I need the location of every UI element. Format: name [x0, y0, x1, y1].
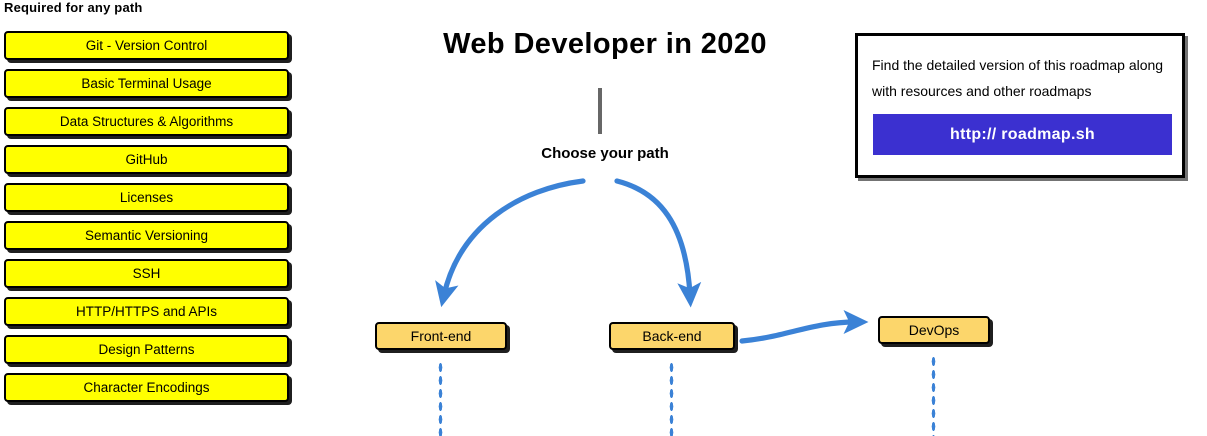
roadmap-callout-text: Find the detailed version of this roadma…: [872, 57, 1164, 99]
required-topic-label: SSH: [132, 266, 161, 281]
required-topic-label: Basic Terminal Usage: [81, 76, 212, 91]
required-topic-ssh[interactable]: SSH: [4, 259, 289, 288]
choose-your-path-label: Choose your path: [541, 145, 669, 162]
required-topic-label: Semantic Versioning: [84, 228, 209, 243]
required-topic-github[interactable]: GitHub: [4, 145, 289, 174]
page-title: Web Developer in 2020: [443, 28, 767, 60]
required-topic-label: Git - Version Control: [85, 38, 208, 53]
required-topic-semantic-versioning[interactable]: Semantic Versioning: [4, 221, 289, 250]
required-topic-label: HTTP/HTTPS and APIs: [75, 304, 218, 319]
path-node-back-end[interactable]: Back-end: [609, 322, 735, 350]
required-topic-design-patterns[interactable]: Design Patterns: [4, 335, 289, 364]
path-node-front-end[interactable]: Front-end: [375, 322, 507, 350]
path-node-label: Back-end: [642, 328, 702, 344]
required-topic-basic-terminal-usage[interactable]: Basic Terminal Usage: [4, 69, 289, 98]
required-topic-character-encodings[interactable]: Character Encodings: [4, 373, 289, 402]
front-end-dotted-connector: [438, 361, 443, 436]
path-node-devops[interactable]: DevOps: [878, 316, 990, 344]
required-for-any-path-section: Required for any path Git - Version Cont…: [0, 0, 300, 436]
required-topic-label: Data Structures & Algorithms: [59, 114, 234, 129]
required-topic-data-structures-algorithms[interactable]: Data Structures & Algorithms: [4, 107, 289, 136]
arrow-to-back-end: [614, 178, 702, 308]
required-topic-label: GitHub: [125, 152, 168, 167]
roadmap-link-button[interactable]: http:// roadmap.sh: [873, 114, 1172, 155]
required-topic-git[interactable]: Git - Version Control: [4, 31, 289, 60]
roadmap-link-label: http:// roadmap.sh: [950, 125, 1095, 143]
arrow-to-front-end: [435, 178, 586, 308]
path-node-label: DevOps: [908, 322, 960, 338]
title-stem-line: [598, 88, 602, 134]
required-topic-label: Licenses: [119, 190, 174, 205]
required-topic-label: Character Encodings: [83, 380, 210, 395]
back-end-dotted-connector: [669, 361, 674, 436]
arrow-back-end-to-devops: [739, 310, 869, 344]
required-topic-http-https-and-apis[interactable]: HTTP/HTTPS and APIs: [4, 297, 289, 326]
required-topic-licenses[interactable]: Licenses: [4, 183, 289, 212]
required-topics-list: Git - Version Control Basic Terminal Usa…: [4, 31, 289, 411]
roadmap-callout-box: Find the detailed version of this roadma…: [855, 33, 1185, 178]
required-section-heading: Required for any path: [4, 0, 143, 15]
devops-dotted-connector: [931, 355, 936, 436]
required-topic-label: Design Patterns: [98, 342, 195, 357]
path-node-label: Front-end: [410, 328, 472, 344]
